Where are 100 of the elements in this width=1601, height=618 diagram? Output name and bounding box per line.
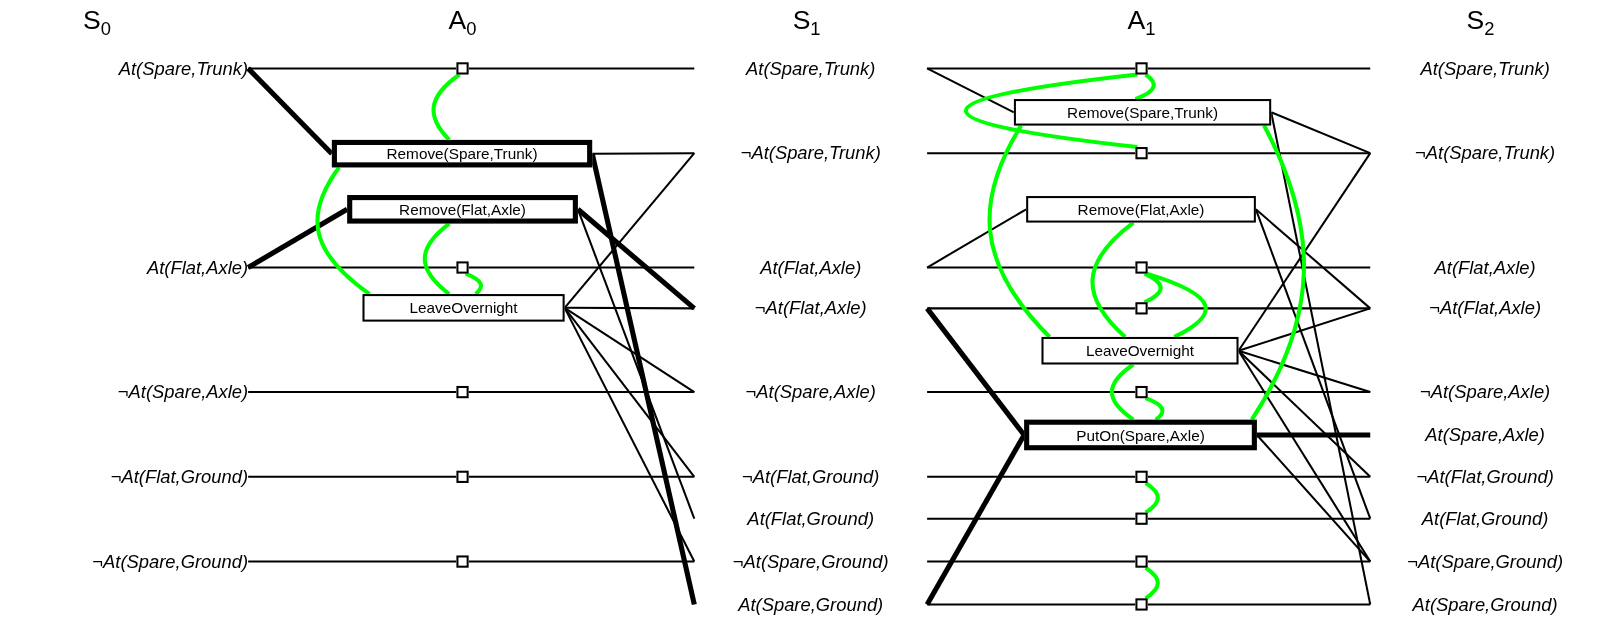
- persistence-box: [456, 385, 469, 399]
- curved-link: [422, 222, 451, 296]
- proposition-label: ¬At(Spare,Trunk): [1370, 139, 1600, 167]
- link-line: [927, 67, 1136, 70]
- proposition-label: ¬At(Spare,Ground): [5, 548, 249, 575]
- proposition-label: ¬At(Flat,Axle): [1370, 295, 1600, 322]
- link-line: [468, 391, 695, 394]
- persistence-box: [1135, 147, 1148, 160]
- proposition-label: ¬At(Spare,Axle): [694, 378, 928, 406]
- persistence-box: [1135, 555, 1148, 568]
- action-box: Remove(Spare,Trunk): [331, 139, 593, 168]
- curved-link: [1143, 271, 1163, 305]
- proposition-label: At(Flat,Axle): [5, 254, 249, 281]
- link-line: [1147, 152, 1371, 155]
- link-line: [1147, 391, 1371, 394]
- proposition-label: At(Spare,Trunk): [1370, 55, 1600, 82]
- curved-link: [1146, 271, 1208, 339]
- proposition-label: At(Flat,Axle): [1370, 254, 1600, 281]
- column-heading: A$_{0}$: [447, 4, 478, 40]
- column-heading: S$_{2}$: [1465, 4, 1496, 40]
- curved-link: [1250, 124, 1306, 421]
- link-line: [248, 67, 457, 70]
- link-line: [468, 475, 695, 478]
- persistence-box: [1135, 261, 1148, 274]
- action-box: LeaveOvernight: [1041, 336, 1239, 365]
- link-line: [927, 517, 1136, 520]
- curved-link: [1144, 396, 1165, 422]
- link-line: [1147, 517, 1371, 520]
- proposition-label: ¬At(Spare,Axle): [1370, 378, 1600, 406]
- proposition-label: ¬At(Flat,Ground): [1370, 463, 1600, 491]
- link-line: [927, 475, 1136, 478]
- proposition-label: ¬At(Flat,Ground): [694, 463, 928, 491]
- action-box: Remove(Spare,Trunk): [1013, 99, 1272, 126]
- link-line: [927, 391, 1136, 394]
- proposition-label: At(Flat,Axle): [694, 254, 928, 281]
- link-line: [248, 266, 457, 269]
- link-line: [468, 560, 695, 563]
- curved-link: [1110, 362, 1135, 422]
- proposition-label: ¬At(Spare,Ground): [1370, 548, 1600, 575]
- action-box: Remove(Flat,Axle): [347, 195, 578, 224]
- link-line: [468, 266, 695, 269]
- curved-link: [1090, 221, 1135, 339]
- link-line: [246, 207, 349, 270]
- action-box: PutOn(Spare,Axle): [1024, 419, 1257, 451]
- persistence-box: [1135, 302, 1148, 315]
- link-line: [1147, 603, 1371, 606]
- curved-link: [1144, 481, 1160, 515]
- link-line: [1147, 266, 1371, 269]
- proposition-label: At(Spare,Trunk): [5, 55, 249, 82]
- curved-link: [431, 72, 461, 142]
- link-line: [564, 306, 695, 310]
- link-line: [1237, 350, 1371, 478]
- proposition-label: ¬At(Flat,Ground): [5, 463, 249, 491]
- persistence-box: [1135, 598, 1148, 611]
- link-line: [927, 152, 1136, 155]
- link-line: [1238, 349, 1371, 394]
- link-line: [927, 266, 1136, 269]
- link-line: [248, 475, 457, 478]
- link-line: [1147, 475, 1371, 478]
- link-line: [1147, 560, 1371, 563]
- link-line: [1270, 111, 1371, 155]
- link-line: [563, 152, 696, 309]
- proposition-label: ¬At(Spare,Trunk): [694, 139, 928, 167]
- link-line: [927, 307, 1136, 310]
- proposition-label: At(Flat,Ground): [1370, 505, 1600, 532]
- action-box: Remove(Flat,Axle): [1026, 196, 1256, 223]
- link-line: [592, 152, 695, 155]
- column-heading: A$_{1}$: [1126, 4, 1157, 40]
- curved-link: [987, 124, 1052, 339]
- column-heading: S$_{0}$: [82, 4, 112, 40]
- link-line: [576, 207, 696, 311]
- link-line: [927, 603, 1136, 606]
- proposition-label: At(Spare,Axle): [1370, 421, 1600, 449]
- link-line: [1147, 67, 1371, 70]
- persistence-box: [456, 62, 469, 75]
- link-line: [1256, 434, 1371, 563]
- link-line: [1256, 432, 1371, 438]
- persistence-box: [1135, 512, 1148, 525]
- link-line: [927, 560, 1136, 563]
- link-line: [926, 208, 1027, 269]
- link-line: [1255, 208, 1371, 310]
- link-line: [1254, 208, 1372, 520]
- proposition-label: At(Spare,Ground): [694, 591, 928, 618]
- link-line: [248, 560, 457, 563]
- curved-link: [1134, 72, 1156, 101]
- proposition-label: At(Spare,Ground): [1370, 591, 1600, 618]
- persistence-box: [456, 261, 469, 274]
- link-line: [564, 307, 695, 393]
- persistence-box: [456, 555, 469, 568]
- proposition-label: ¬At(Spare,Ground): [694, 548, 928, 575]
- persistence-box: [1135, 62, 1148, 75]
- link-line: [1237, 152, 1372, 352]
- curved-link: [1144, 566, 1160, 600]
- curved-link: [464, 271, 483, 296]
- proposition-label: ¬At(Spare,Axle): [5, 378, 249, 406]
- proposition-label: At(Flat,Ground): [694, 505, 928, 532]
- proposition-label: ¬At(Flat,Axle): [694, 295, 928, 322]
- curved-link: [965, 72, 1138, 150]
- link-line: [246, 66, 334, 156]
- link-line: [468, 67, 695, 70]
